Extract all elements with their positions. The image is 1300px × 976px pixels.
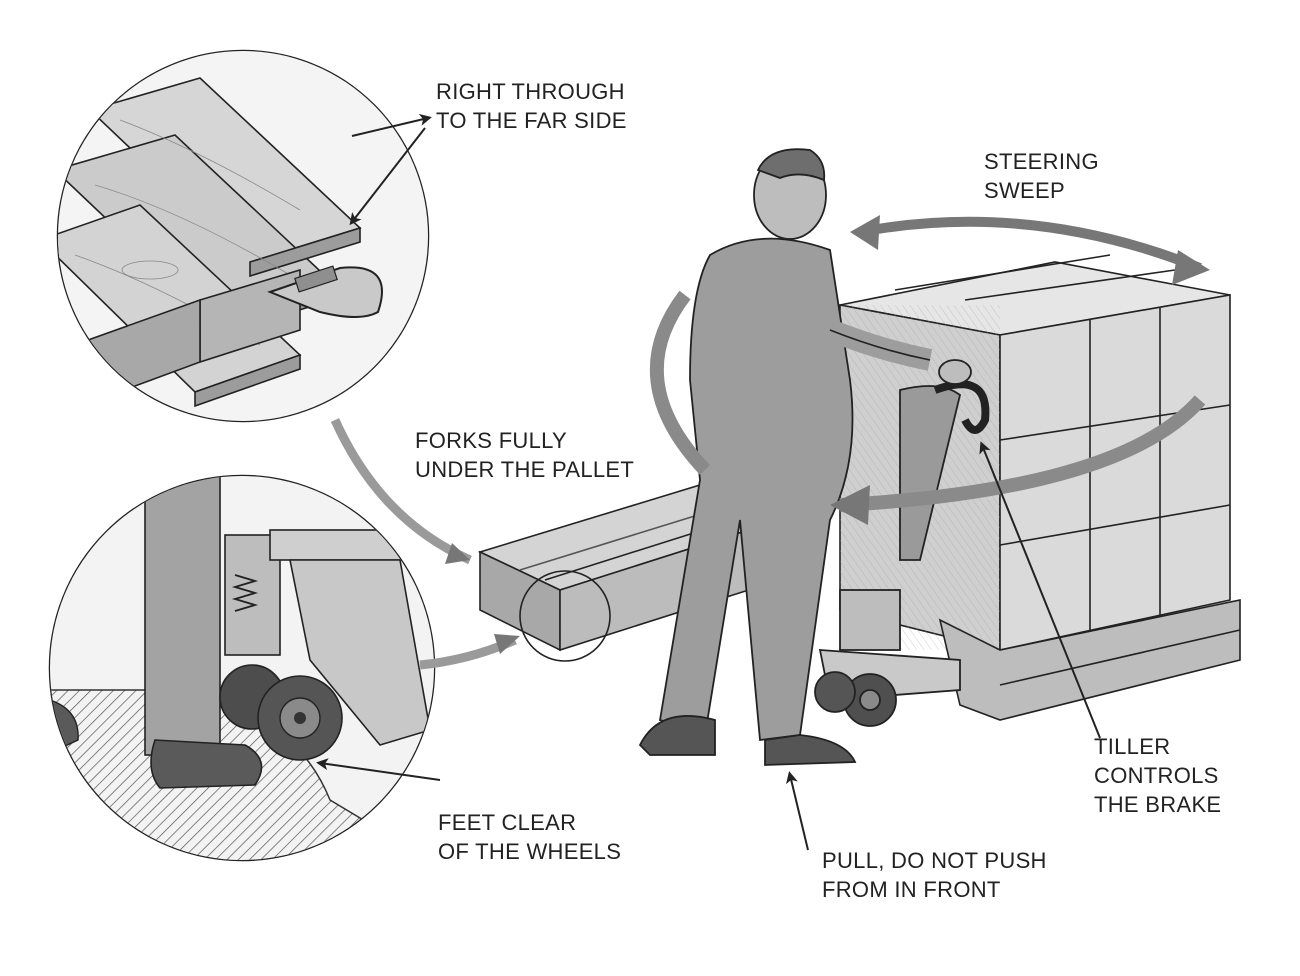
- callout-steering-line2: SWEEP: [984, 178, 1065, 203]
- callout-pull-line1: PULL, DO NOT PUSH: [822, 848, 1047, 873]
- inset-fork-tip: [267, 265, 383, 318]
- inset-leg: [144, 476, 221, 756]
- steering-sweep-arrow: [859, 216, 1202, 273]
- inset-link-arrow-top: [330, 418, 472, 565]
- inset-feet-and-wheels: [48, 474, 436, 862]
- callout-steering-line1: STEERING: [984, 149, 1099, 174]
- pallet-jack: [814, 380, 990, 727]
- callout-pull-line2: FROM IN FRONT: [822, 877, 1001, 902]
- callout-tiller: TILLER CONTROLS THE BRAKE: [1094, 732, 1221, 819]
- callout-feet-line2: OF THE WHEELS: [438, 839, 622, 864]
- callout-forks-line1: FORKS FULLY: [415, 428, 568, 453]
- callout-feet-line1: FEET CLEAR: [438, 810, 577, 835]
- detail-ring: [519, 570, 611, 662]
- callout-far-side-line2: TO THE FAR SIDE: [436, 108, 627, 133]
- inset-wheels: [219, 664, 343, 761]
- callout-forks-line2: UNDER THE PALLET: [415, 457, 635, 482]
- main-scene: [477, 148, 1241, 851]
- callout-tiller-line1: TILLER: [1094, 734, 1171, 759]
- inset-fork-through-pallet: [56, 49, 432, 423]
- callout-steering: STEERING SWEEP: [984, 147, 1099, 205]
- rotation-arrow-left: [650, 290, 711, 475]
- callout-forks: FORKS FULLY UNDER THE PALLET: [415, 426, 634, 484]
- worker: [638, 148, 972, 766]
- pull-leader: [786, 771, 809, 851]
- callout-pull: PULL, DO NOT PUSH FROM IN FRONT: [822, 846, 1047, 904]
- far-side-leader: [349, 127, 426, 226]
- inset-boot: [150, 739, 263, 789]
- callout-far-side: RIGHT THROUGH TO THE FAR SIDE: [436, 77, 627, 135]
- callout-tiller-line2: CONTROLS: [1094, 763, 1219, 788]
- callout-tiller-line3: THE BRAKE: [1094, 792, 1222, 817]
- rotation-arrow-right: [839, 395, 1206, 512]
- callout-far-side-line1: RIGHT THROUGH: [436, 79, 625, 104]
- callout-feet: FEET CLEAR OF THE WHEELS: [438, 808, 621, 866]
- feet-leader: [316, 758, 441, 781]
- tiller-leader: [979, 441, 1101, 739]
